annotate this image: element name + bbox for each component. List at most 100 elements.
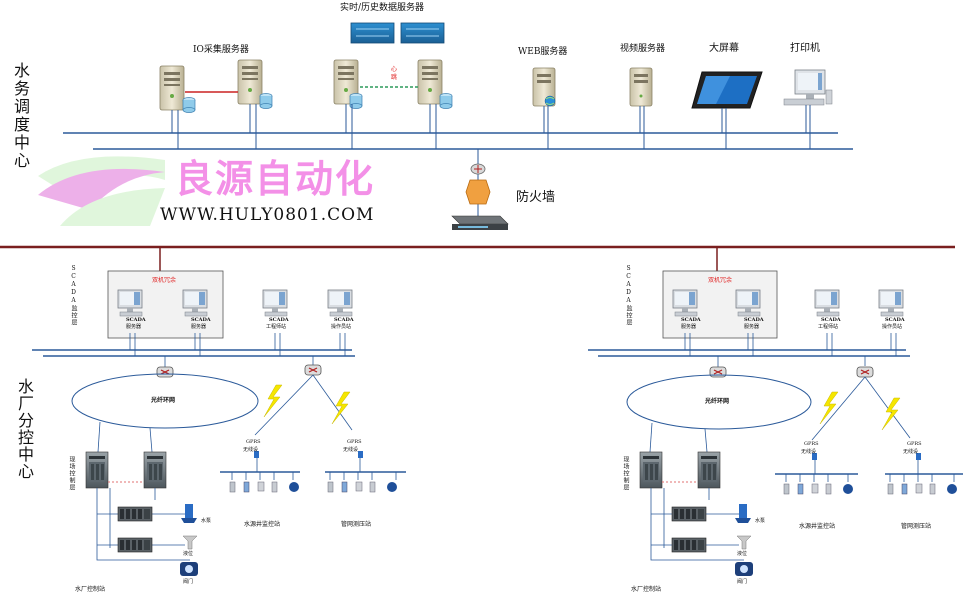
plant2-op-station-icon [878,289,904,317]
plant2-server-sub-1: 服务器 [681,324,697,330]
plant1-wireless-b-label: 无线设 [343,447,359,453]
plant2-rtu-2-icon [671,537,707,553]
realtime-server-label: 实时/历史数据服务器 [340,3,425,13]
web-server-icon [532,67,556,107]
realtime-server-1-icon [333,59,363,109]
watermark-brand: 良源自动化 [175,157,376,201]
plant2-pump-label: 水泵 [755,518,766,524]
plant1-valve-label: 阀门 [183,579,194,585]
plant1-op-station-label: 操作员站 [331,324,352,330]
plant2-server-sub-2: 服务器 [744,324,760,330]
plant1-pump-label: 水泵 [201,518,212,524]
plant2-valve-icon [735,562,753,576]
plant1-field-layer-label: 现场控制层 [68,456,75,491]
plant2-fiber-ring [626,374,812,430]
printer-label: 打印机 [790,43,820,54]
plant1-wireless-bolt-1-icon [263,384,283,418]
plant2-rtu-1-icon [671,506,707,522]
plant1-eng-station-label: 工程师站 [266,324,287,330]
plant2-scada-server-2-icon [735,289,761,317]
plant1-scada-server-1-icon [117,289,143,317]
plant2-scada-server-1-icon [672,289,698,317]
web-server-label: WEB服务器 [518,47,568,57]
plant1-server-sub-1: 服务器 [126,324,142,330]
plant2-ring-label: 光纤环网 [705,398,730,405]
plant1-op-scada-label: SCADA [334,317,354,323]
plant2-eng-station-icon [814,289,840,317]
watermark-url: WWW.HULY0801.COM [160,205,375,225]
plant2-gprs-a-label: GPRS [804,441,819,447]
plant1-station-a-label: 水源井监控站 [244,521,281,528]
plant2-valve-label: 阀门 [737,579,748,585]
plant1-gprs-a-label: GPRS [246,439,261,445]
plant2-level-icon [736,535,752,550]
plant1-scada-label-1: SCADA [126,317,146,323]
realtime-rack-1 [350,22,395,44]
plant2-plant-station-label: 水厂控制站 [631,586,662,593]
plant1-field-plc-2-icon [143,451,167,489]
plant1-section-label: 水厂分控中心 [15,378,34,480]
plant1-level-icon [182,535,198,550]
plant2-scada-label-1: SCADA [681,317,701,323]
plant2-wireless-switch-icon [856,366,874,378]
plant2-eng-scada-label: SCADA [821,317,841,323]
plant1-eng-scada-label: SCADA [269,317,289,323]
realtime-server-2-icon [417,59,453,109]
watermark-logo-icon [38,156,165,226]
plant1-wireless-switch-icon [304,364,322,376]
video-server-label: 视频服务器 [620,44,666,54]
plant2-wireless-a-label: 无线设 [801,449,817,455]
plant2-level-label: 液位 [737,551,748,557]
plant2-op-station-label: 操作员站 [882,324,903,330]
plant1-fiber-ring [71,373,259,429]
plant1-wireless-a-label: 无线设 [243,447,259,453]
plant2-field-layer-label: 现场控制层 [622,456,629,491]
top-drop-lines [171,104,811,149]
plant2-station-b-label: 管网测压站 [901,523,932,530]
plant2-station-a-devices-icon [783,483,854,495]
plant2-gprs-b-icon [916,453,921,460]
io-server-2-icon [237,59,273,109]
plant2-op-scada-label: SCADA [885,317,905,323]
realtime-rack-2 [400,22,445,44]
plant2-station-a-label: 水源井监控站 [799,523,836,530]
io-server-1-icon [159,65,196,113]
plant2-redundant-label: 双机冗余 [708,277,733,284]
plant1-station-b-devices-icon [327,481,398,493]
plant2-scada-layer-label: SCADA监控层 [625,265,632,326]
plant1-scada-layer-label: SCADA监控层 [70,265,77,326]
plant1-field-plc-1-icon [85,451,109,489]
plant1-station-b-label: 管网测压站 [341,521,372,528]
plant1-level-label: 液位 [183,551,194,557]
plant1-ring-switch-icon [156,366,174,378]
plant1-rtu-2-icon [117,537,153,553]
plant1-valve-icon [180,562,198,576]
heartbeat-label: 心跳 [391,66,398,81]
plant1-rtu-1-icon [117,506,153,522]
video-server-icon [629,67,653,107]
plant2-station-b-devices-icon [887,483,958,495]
router-icon [470,163,486,175]
plant1-scada-label-2: SCADA [191,317,211,323]
plant2-field-plc-1-icon [639,451,663,489]
big-screen-icon [691,71,763,109]
plant2-gprs-b-label: GPRS [907,441,922,447]
firewall-icon [465,179,491,205]
firewall-label: 防火墙 [516,190,556,205]
plant2-field-plc-2-icon [697,451,721,489]
plant1-wireless-bolt-2-icon [331,391,351,425]
plant1-gprs-b-icon [358,451,363,458]
plant1-pump-icon [181,504,197,523]
plant2-wireless-b-label: 无线设 [903,449,919,455]
plant1-plant-station-label: 水厂控制站 [75,586,106,593]
plant1-gprs-a-icon [254,451,259,458]
io-server-label: IO采集服务器 [193,45,249,55]
plant1-gprs-b-label: GPRS [347,439,362,445]
plant1-server-sub-2: 服务器 [191,324,207,330]
printer-icon [783,69,833,106]
big-screen-label: 大屏幕 [709,43,739,54]
plant2-scada-label-2: SCADA [744,317,764,323]
firewall-appliance-icon [451,215,509,230]
plant2-pump-icon [735,504,751,523]
